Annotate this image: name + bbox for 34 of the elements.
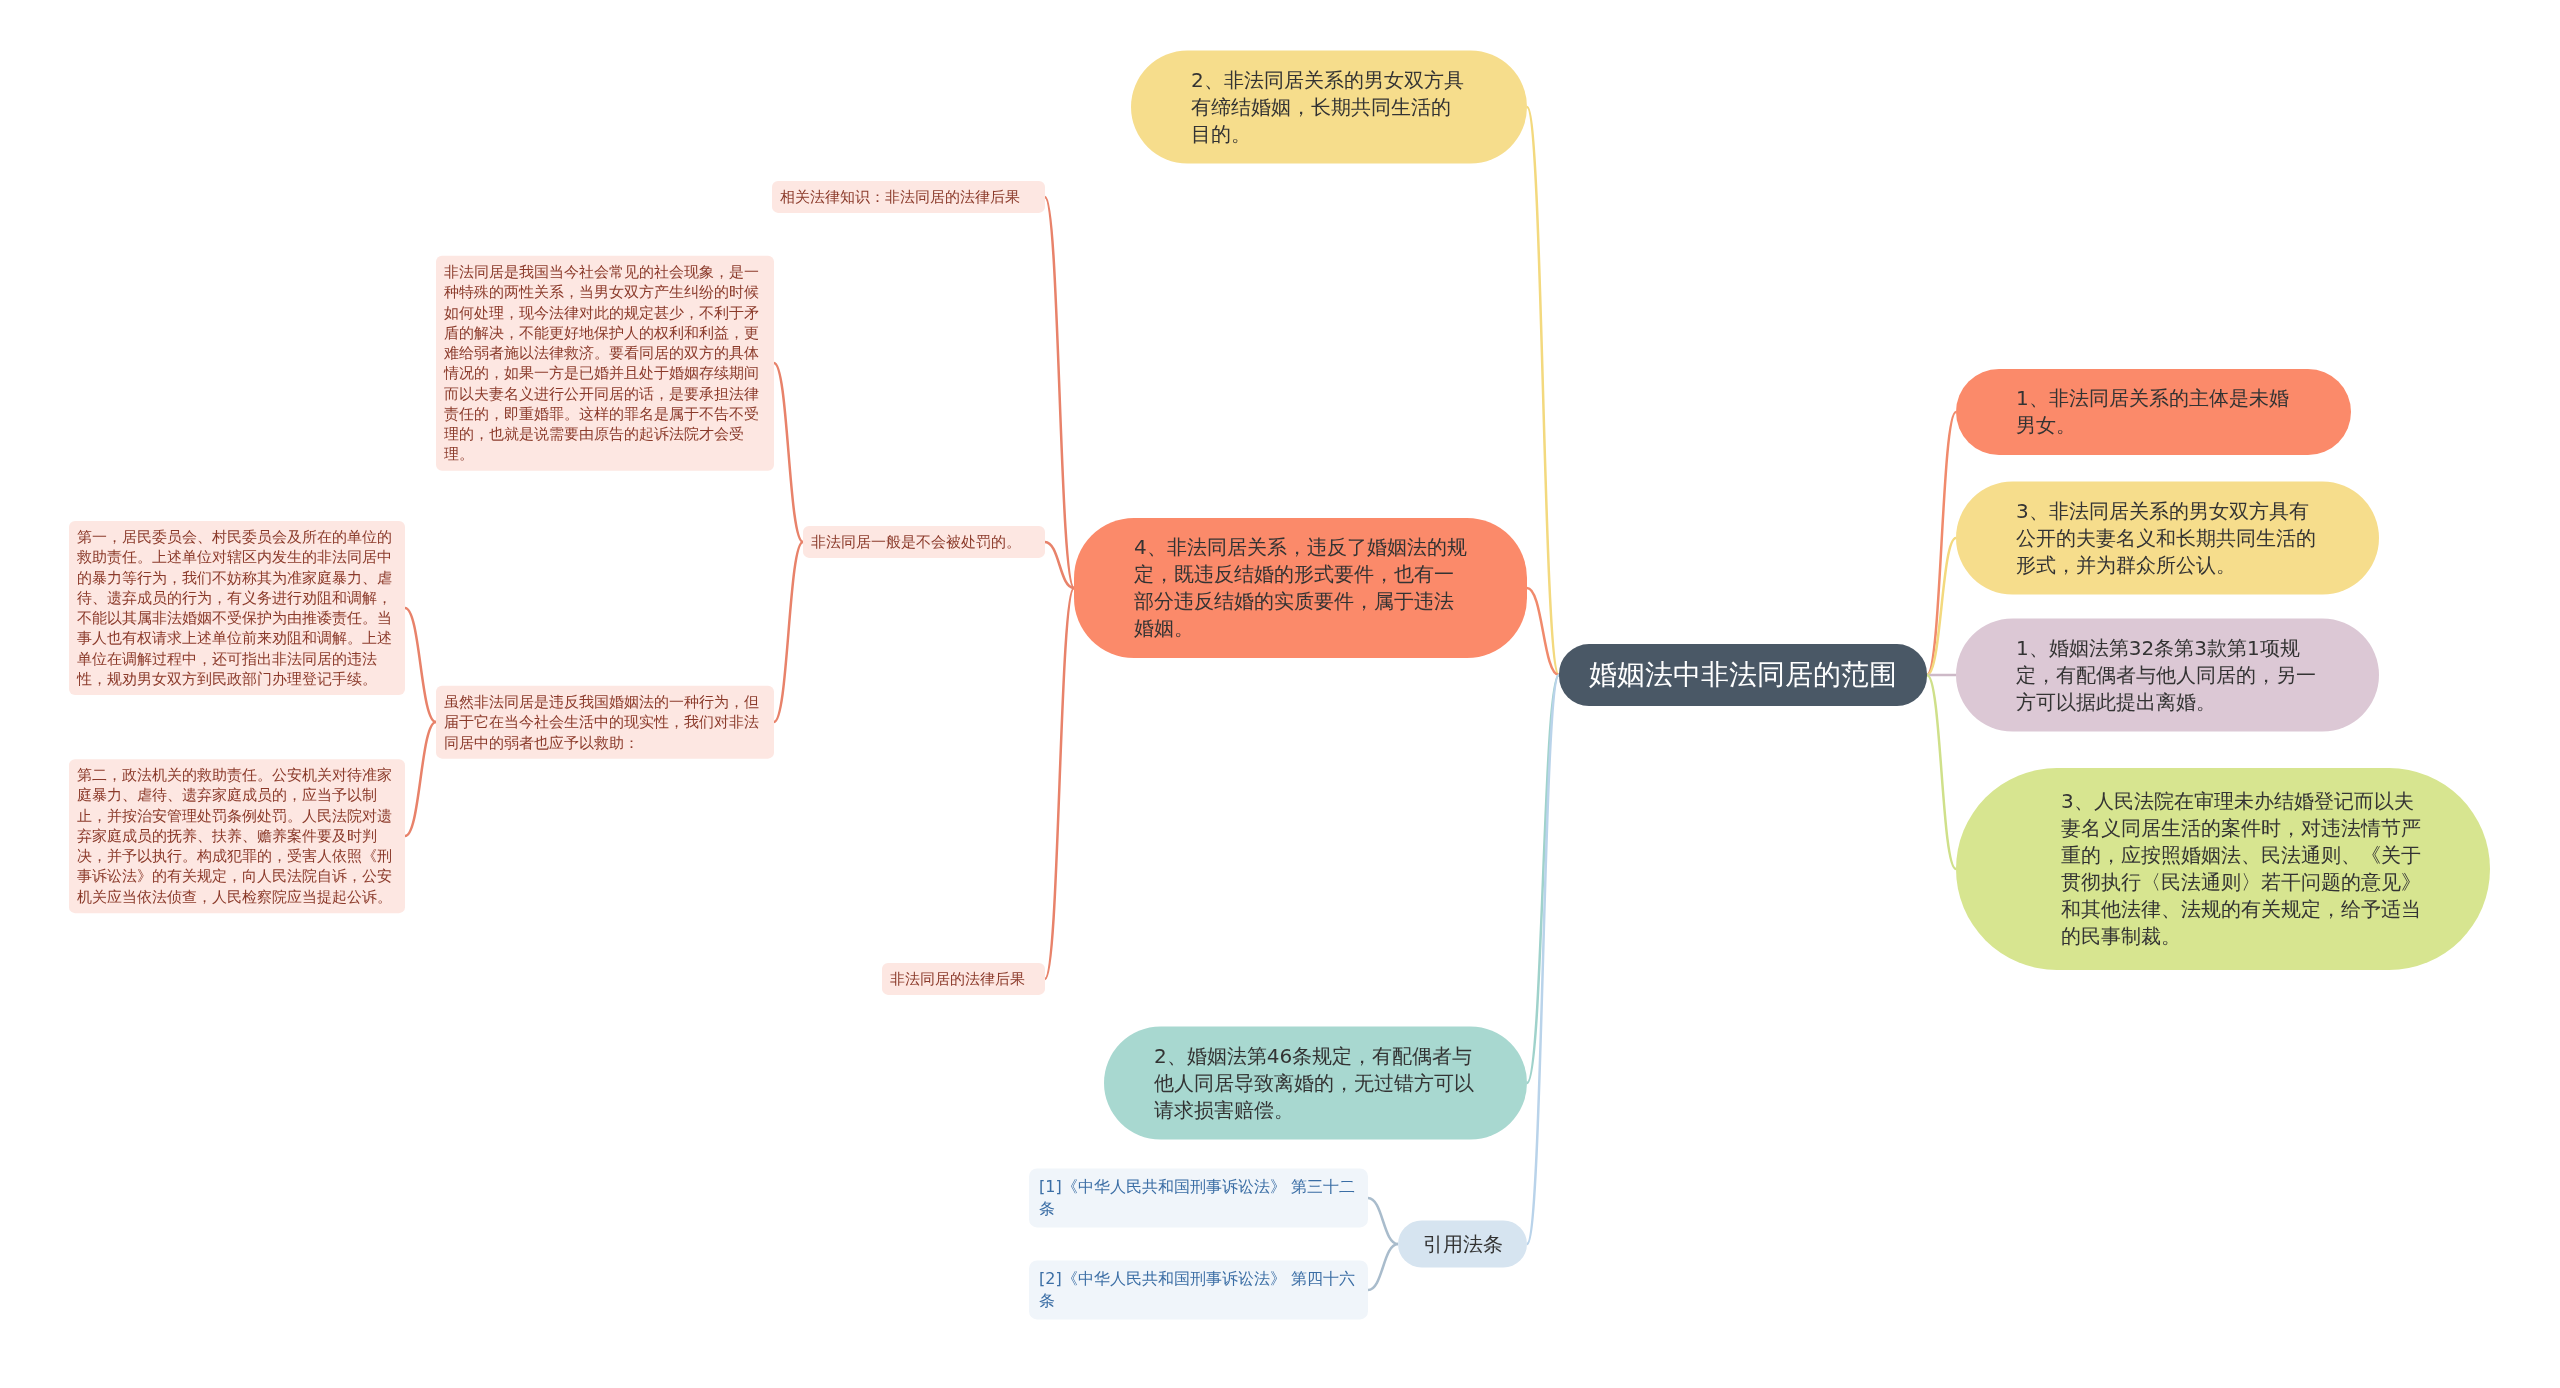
connector	[1043, 587, 1076, 980]
topic-bubble: 3、人民法院在审理未办结婚登记而以夫妻名义同居生活的案件时，对违法情节严重的，应按照婚姻法、民法通则、《关于贯彻执行〈民法通则〉若干问题的意见》和其他法律、法规的有关规定，给予适当的民事制裁。	[1956, 768, 2490, 970]
note-box: 非法同居的法律后果	[882, 962, 1045, 996]
note-box: 虽然非法同居是违反我国婚姻法的一种行为，但届于它在当今社会生活中的现实性，我们对非法同居中的弱者也应予以救助：	[436, 685, 774, 759]
connector	[773, 362, 804, 543]
note-box: 非法同居是我国当今社会常见的社会现象，是一种特殊的两性关系，当男女双方产生纠纷的时候如何处理，现今法律对此的规定甚少，不利于矛盾的解决，不能更好地保护人的权利和利益，更难给弱者施以法律救济。要看同居的双方的具体情况的，如果一方是已婚并且处于婚姻存续期间而以夫妻名义进行公开同居的话，是要承担法律责任的，即重婚罪。这样的罪名是属于不告不受理的，也就是说需要由原告的起诉法院才会受理。	[436, 255, 774, 471]
note-box: 相关法律知识：非法同居的法律后果	[772, 180, 1045, 214]
connector	[404, 720, 437, 838]
connector	[1925, 411, 1958, 676]
connector	[1926, 674, 1957, 870]
connector	[773, 541, 804, 723]
reference-box: [1]《中华人民共和国刑事诉讼法》 第三十二条	[1029, 1168, 1368, 1228]
connector	[1367, 1196, 1399, 1246]
note-box: 第一，居民委员会、村民委员会及所在的单位的救助责任。上述单位对辖区内发生的非法同居中的暴力等行为，我们不妨称其为准家庭暴力、虐待、遗弃成员的行为，有义务进行劝阻和调解，不能以其属非法婚姻不受保护为由推诿责任。当事人也有权请求上述单位前来劝阻和调解。上述单位在调解过程中，还可指出非法同居的违法性，规劝男女双方到民政部门办理登记手续。	[69, 521, 405, 695]
connector	[404, 606, 437, 724]
topic-bubble: 2、非法同居关系的男女双方具有缔结婚姻，长期共同生活的目的。	[1131, 50, 1527, 164]
connector	[1367, 1242, 1399, 1292]
reference-box: [2]《中华人民共和国刑事诉讼法》 第四十六条	[1029, 1260, 1368, 1320]
connector	[1043, 196, 1076, 589]
topic-bubble: 1、婚姻法第32条第3款第1项规定，有配偶者与他人同居的，另一方可以据此提出离婚。	[1956, 618, 2379, 732]
connector	[1526, 586, 1560, 677]
root-topic: 婚姻法中非法同居的范围	[1559, 644, 1927, 706]
connector	[1044, 540, 1075, 590]
connector	[1927, 673, 1956, 677]
topic-bubble: 2、婚姻法第46条规定，有配偶者与他人同居导致离婚的，无过错方可以请求损害赔偿。	[1104, 1026, 1527, 1140]
topic-bubble: 1、非法同居关系的主体是未婚男女。	[1956, 369, 2351, 455]
topic-bubble: 3、非法同居关系的男女双方具有公开的夫妻名义和长期共同生活的形式，并为群众所公认。	[1956, 481, 2379, 595]
note-box: 非法同居一般是不会被处罚的。	[803, 525, 1045, 559]
topic-bubble: 引用法条	[1398, 1220, 1527, 1268]
note-box: 第二，政法机关的救助责任。公安机关对待准家庭暴力、虐待、遗弃家庭成员的，应当予以制止，并按治安管理处罚条例处罚。人民法院对遗弃家庭成员的抚养、扶养、赡养案件要及时判决，并予以执行。构成犯罪的，受害人依照《刑事诉讼法》的有关规定，向人民法院自诉，公安机关应当依法侦查，人民检察院应当提起公诉。	[69, 759, 405, 913]
connector	[1525, 674, 1561, 1245]
connector	[1525, 106, 1561, 676]
connector	[1926, 537, 1957, 676]
topic-bubble: 4、非法同居关系，违反了婚姻法的规定，既违反结婚的形式要件，也有一部分违反结婚的实质要件，属于违法婚姻。	[1074, 518, 1527, 658]
